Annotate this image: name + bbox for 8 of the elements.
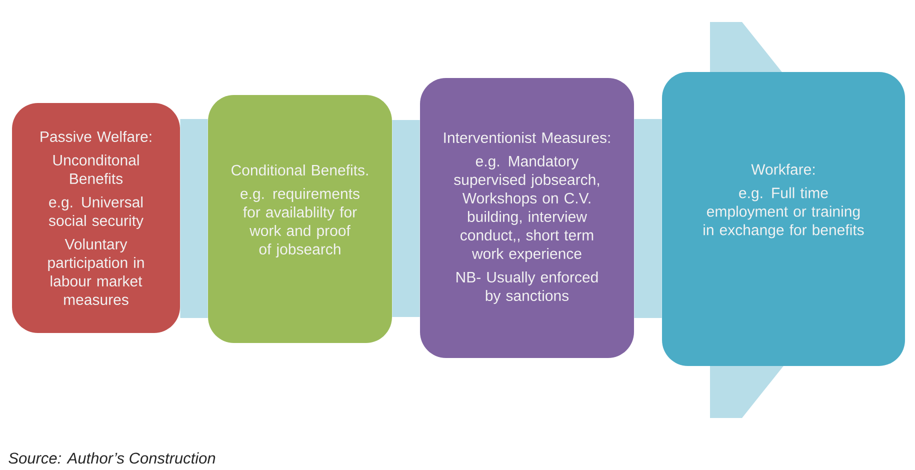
source-caption: Source: Author’s Construction bbox=[8, 452, 216, 464]
connector-band bbox=[634, 119, 662, 318]
stage-box: Workfare: e.g. Full time employment or training in exchange for benefits bbox=[662, 72, 905, 366]
stage-box: Conditional Benefits. e.g. requirements for availablilty for work and proof of jobsearch bbox=[208, 95, 392, 343]
stage-box: Passive Welfare: Unconditonal Benefits e.g. Universal social security Voluntary participation in labour market measures bbox=[12, 103, 180, 333]
connector-band bbox=[392, 120, 420, 317]
stage-box: Interventionist Measures: e.g. Mandatory supervised jobsearch, Workshops on C.V. building, interview conduct,, short term work experience NB- Usually enforced by sanctions bbox=[420, 78, 634, 358]
connector-band bbox=[180, 119, 208, 318]
